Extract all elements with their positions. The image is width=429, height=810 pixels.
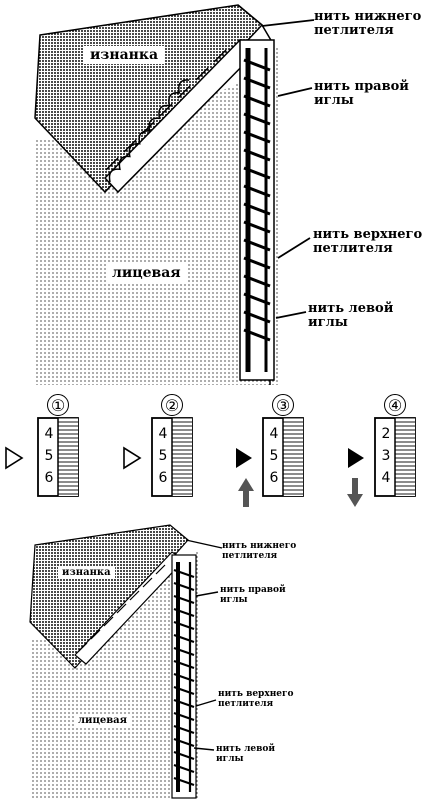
vertical-overlock-chain-small bbox=[172, 555, 196, 798]
label-right-needle-thread: нить правой иглы bbox=[314, 80, 424, 108]
label-upper-looper-thread-small: нить верхнего петлителя bbox=[218, 690, 314, 709]
label-wrong-side-small: изнанка bbox=[58, 566, 115, 579]
dial-digit: 3 bbox=[379, 446, 393, 466]
label-lower-looper-thread-small: нить нижнего петлителя bbox=[222, 542, 312, 561]
up-arrow-icon bbox=[238, 478, 254, 507]
dial-digit: 5 bbox=[267, 446, 281, 466]
dial-digit: 6 bbox=[42, 468, 56, 488]
label-right-side-small: лицевая bbox=[74, 714, 131, 727]
label-upper-looper-thread: нить верхнего петлителя bbox=[313, 228, 429, 256]
down-arrow-icon bbox=[347, 478, 363, 507]
dial-digit: 4 bbox=[156, 424, 170, 444]
dial-digit: 4 bbox=[267, 424, 281, 444]
dial-number-1: ① bbox=[47, 394, 69, 416]
label-right-side: лицевая bbox=[106, 264, 187, 282]
filled-triangle-marker-3 bbox=[236, 448, 252, 468]
dial-digit: 2 bbox=[379, 424, 393, 444]
label-left-needle-thread: нить левой иглы bbox=[308, 302, 418, 330]
dial-number-4: ④ bbox=[384, 394, 406, 416]
dial-digit: 6 bbox=[267, 468, 281, 488]
dial-row bbox=[6, 418, 415, 507]
top-illustration bbox=[35, 5, 314, 385]
label-wrong-side: изнанка bbox=[84, 46, 164, 64]
label-left-needle-thread-small: нить левой иглы bbox=[216, 745, 286, 764]
vertical-overlock-chain bbox=[240, 40, 274, 380]
outline-triangle-marker-1 bbox=[6, 448, 22, 468]
outline-triangle-marker-2 bbox=[124, 448, 140, 468]
dial-digit: 5 bbox=[42, 446, 56, 466]
label-right-needle-thread-small: нить правой иглы bbox=[220, 586, 290, 605]
dial-digit: 4 bbox=[379, 468, 393, 488]
dial-number-2: ② bbox=[161, 394, 183, 416]
dial-digit: 5 bbox=[156, 446, 170, 466]
dial-digit: 4 bbox=[42, 424, 56, 444]
dial-number-3: ③ bbox=[272, 394, 294, 416]
label-lower-looper-thread: нить нижнего петлителя bbox=[314, 10, 424, 38]
dial-digit: 6 bbox=[156, 468, 170, 488]
filled-triangle-marker-4 bbox=[348, 448, 364, 468]
